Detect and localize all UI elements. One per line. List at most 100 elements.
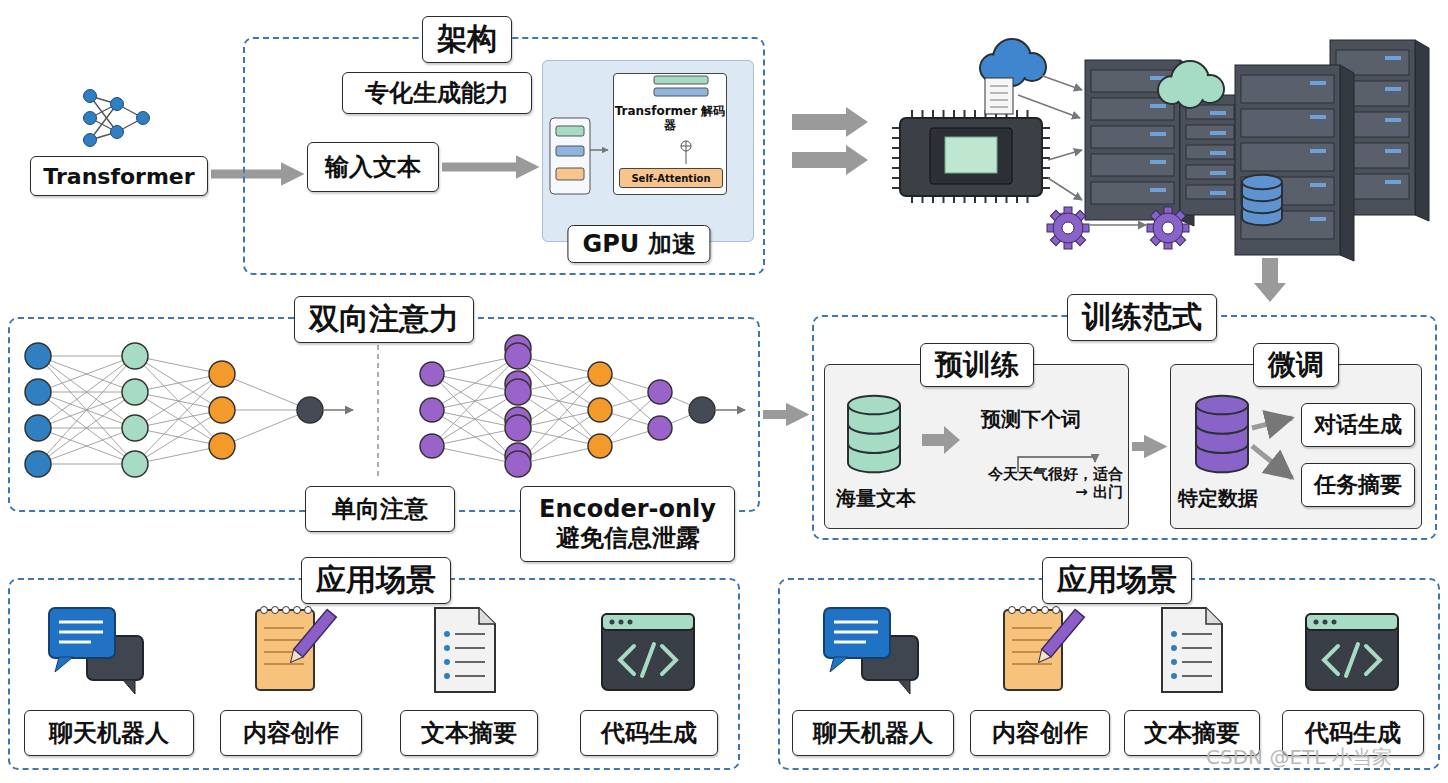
data-link (1048, 178, 1082, 200)
server-unit (1091, 182, 1174, 204)
net-node (122, 343, 148, 369)
server-unit (1091, 98, 1174, 120)
document-icon (985, 78, 1013, 114)
document-fold (1206, 608, 1222, 624)
box-label: 代码生成 (601, 717, 697, 749)
server-side (1415, 40, 1429, 221)
notebook-ring (1031, 607, 1038, 614)
database-top (848, 396, 900, 415)
server-unit (1241, 143, 1334, 171)
server-unit (1091, 154, 1174, 176)
database-band (1196, 444, 1248, 453)
server-light (1310, 115, 1326, 119)
pencil-tip (1034, 649, 1051, 666)
box-label: Transformer (43, 164, 194, 189)
document-fold (479, 608, 495, 624)
data-link (1252, 446, 1292, 478)
server-light (1150, 132, 1166, 136)
document-line (1182, 675, 1212, 677)
data-link (1048, 150, 1082, 160)
chat-bubble (49, 608, 115, 658)
app-box: 内容创作 (970, 710, 1110, 756)
process-box: 输入文本 (307, 142, 439, 192)
server-tower (1235, 65, 1354, 261)
document-line (990, 107, 1008, 108)
net-link (38, 392, 135, 464)
heading-label: 架构 (422, 16, 512, 63)
net-link (135, 356, 222, 446)
server-front (1235, 65, 1340, 255)
feature-box: 专化生成能力 (342, 72, 532, 114)
chip-die (930, 128, 1012, 184)
stack-link (590, 149, 608, 150)
server-light (1385, 56, 1401, 60)
notebook-line (264, 627, 304, 629)
net-link (38, 428, 135, 464)
code-titlebar (1306, 614, 1398, 630)
net-link (135, 374, 222, 464)
net-node (420, 398, 444, 422)
net-link (38, 464, 135, 465)
net-node (588, 398, 612, 422)
server-unit (1186, 125, 1234, 139)
note-box: Encoder-only 避免信息泄露 (520, 486, 735, 562)
net-node (420, 434, 444, 458)
data-link (1090, 224, 1146, 226)
document-bullet (444, 659, 450, 665)
net-link (135, 410, 222, 464)
code-symbol (620, 644, 676, 676)
notebook-ring (1009, 607, 1016, 614)
net-node (209, 397, 235, 423)
code-dot (1323, 620, 1328, 625)
database-band (1196, 424, 1248, 433)
document-bullet (1171, 673, 1177, 679)
net-link (135, 374, 222, 428)
network-node (111, 98, 124, 111)
notebook-icon (256, 607, 336, 691)
document-line (455, 675, 485, 677)
server-light (1210, 171, 1226, 175)
flow-block-arrow (1254, 258, 1286, 302)
server-light (1310, 217, 1326, 221)
document-bullet (444, 673, 450, 679)
pencil (1034, 610, 1084, 667)
model-box: Transformer (30, 156, 208, 196)
chat-line (834, 641, 866, 644)
document-page (435, 608, 495, 692)
chat-line (59, 631, 103, 634)
network-node (111, 126, 124, 139)
server-front (1180, 95, 1240, 215)
code-dot (628, 620, 633, 625)
box-label: 文本摘要 (1144, 717, 1240, 749)
server-light (1210, 151, 1226, 155)
chat-line (834, 621, 878, 624)
app-box: 聊天机器人 (24, 710, 194, 756)
server-light (1210, 191, 1226, 195)
net-node (505, 379, 531, 405)
flow-block-arrow (792, 107, 868, 137)
gear-hole (1162, 222, 1174, 234)
document-line (990, 86, 1008, 87)
box-label: Encoder-only 避免信息泄露 (521, 495, 734, 553)
server-light (1310, 81, 1326, 85)
panel-fill (1170, 364, 1422, 529)
code-dot (619, 620, 624, 625)
data-link (1252, 418, 1292, 428)
chip-body (900, 118, 1042, 196)
notebook-ring (294, 607, 301, 614)
net-node (297, 397, 323, 423)
network-node (84, 112, 97, 125)
database-top (1242, 175, 1282, 189)
server-side (1340, 65, 1354, 261)
document-icon (1162, 608, 1222, 692)
app-box: 代码生成 (580, 710, 718, 756)
notebook-line (264, 639, 304, 641)
panel-fill (542, 60, 754, 242)
gpu-chip (892, 110, 1050, 203)
data-link (1018, 95, 1080, 118)
code-symbol (1324, 644, 1380, 676)
gear-hole (1062, 222, 1074, 234)
net-node (122, 451, 148, 477)
net-node (25, 451, 51, 477)
